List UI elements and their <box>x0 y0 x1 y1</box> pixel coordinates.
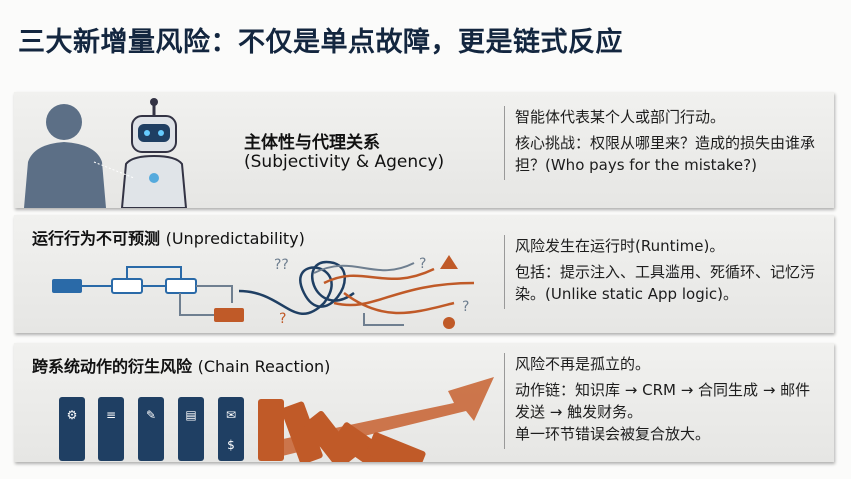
description-line: 风险不再是孤立的。 <box>515 355 651 373</box>
description-line: 风险发生在运行时(Runtime)。 <box>515 237 725 255</box>
description-line: 单一环节错误会被复合放大。 <box>515 425 711 443</box>
tangled-flow-illustration: ?? ? ? ? <box>52 255 475 329</box>
svg-text:?: ? <box>462 299 469 315</box>
description-line: 动作链：知识库 → CRM → 合同生成 → 邮件发送 → 触发财务。 <box>515 381 811 421</box>
description-line: 智能体代表某个人或部门行动。 <box>515 108 726 126</box>
panel-heading-en: (Unpredictability) <box>165 229 305 248</box>
svg-text:✉: ✉ <box>226 408 236 422</box>
description-line: 包括：提示注入、工具滥用、死循环、记忆污染。(Unlike static App… <box>515 263 816 303</box>
panel-agency: 主体性与代理关系 (Subjectivity & Agency) 智能体代表某个… <box>14 92 834 208</box>
panel-unpredictability: 运行行为不可预测 (Unpredictability) ?? ? ? ? 风险发… <box>14 215 834 333</box>
svg-text:▤: ▤ <box>185 408 196 422</box>
svg-text:?: ? <box>279 311 286 327</box>
svg-text:✎: ✎ <box>146 408 156 422</box>
domino-chain-illustration: ⚙ ≡ ✎ ▤ ✉ $ <box>59 377 494 462</box>
panel-chain-reaction: 跨系统动作的衍生风险 (Chain Reaction) ⚙ ≡ ✎ ▤ ✉ $ 风险不再… <box>14 343 834 462</box>
panel-description: 智能体代表某个人或部门行动。 核心挑战：权限从哪里来？造成的损失由谁承担？(Wh… <box>504 106 824 180</box>
panel-description: 风险发生在运行时(Runtime)。 包括：提示注入、工具滥用、死循环、记忆污染… <box>504 235 824 309</box>
page-title: 三大新增量风险：不仅是单点故障，更是链式反应 <box>18 27 623 58</box>
panel-heading: 主体性与代理关系 <box>244 133 380 153</box>
svg-text:⚙: ⚙ <box>67 408 78 422</box>
svg-text:?: ? <box>419 256 426 272</box>
panel-description: 风险不再是孤立的。 动作链：知识库 → CRM → 合同生成 → 邮件发送 → … <box>504 353 824 449</box>
panel-heading-en: (Subjectivity & Agency) <box>244 152 445 172</box>
human-robot-illustration <box>24 98 188 208</box>
description-line: 核心挑战：权限从哪里来？造成的损失由谁承担？(Who pays for the … <box>515 134 816 174</box>
svg-text:??: ?? <box>274 257 289 273</box>
panel-heading-en: (Chain Reaction) <box>197 357 331 376</box>
panel-heading: 跨系统动作的衍生风险 <box>32 357 193 376</box>
svg-text:≡: ≡ <box>106 408 116 422</box>
svg-text:$: $ <box>227 438 235 452</box>
panel-heading: 运行行为不可预测 <box>32 229 161 248</box>
